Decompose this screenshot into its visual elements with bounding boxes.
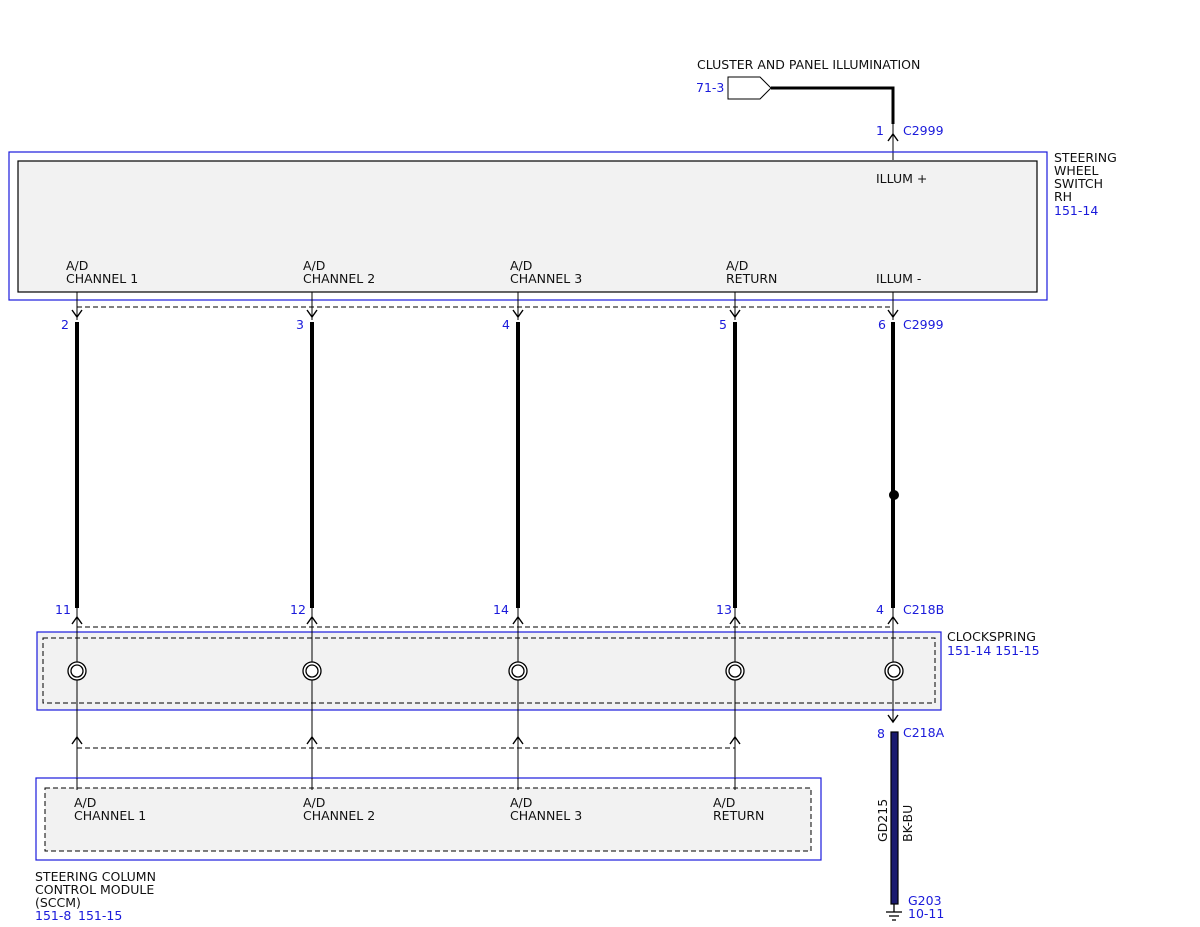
switch-pin-label: CHANNEL 2 <box>303 271 375 286</box>
coil-icon <box>508 661 528 681</box>
switch-rh-body <box>17 160 1038 293</box>
switch-pin-label: A/D <box>303 258 325 273</box>
connector-arrow-icon <box>727 76 772 100</box>
switch-pin-number: 2 <box>61 317 69 332</box>
ground-circuit-label: GD215 <box>875 799 890 842</box>
sccm-pin-label: A/D <box>510 795 532 810</box>
switch-pin-label: A/D <box>726 258 748 273</box>
illumination-feed-wire <box>771 86 895 124</box>
sccm-name-line: STEERING COLUMN <box>35 869 156 884</box>
source-title: CLUSTER AND PANEL ILLUMINATION <box>697 57 920 72</box>
sccm-pin-label: RETURN <box>713 808 764 823</box>
switch-rh-ref-link[interactable]: 151-14 <box>1054 203 1098 218</box>
sccm-pin-label: A/D <box>713 795 735 810</box>
top-pin-number: 1 <box>876 123 884 138</box>
ground-wire-bk-bu <box>890 731 899 905</box>
clockspring-inner-dashed <box>42 637 936 704</box>
switch-pin-label: CHANNEL 3 <box>510 271 582 286</box>
clockspring-pin-number: 12 <box>290 602 306 617</box>
switch-rh-name-line: STEERING <box>1054 150 1117 165</box>
switch-pin-label: ILLUM - <box>876 271 921 286</box>
switch-pin-arrows <box>71 292 899 320</box>
clockspring-outline[interactable] <box>36 631 942 711</box>
coil-icon <box>302 661 322 681</box>
ground-ref-link[interactable]: 10-11 <box>908 906 944 921</box>
clockspring-name: CLOCKSPRING <box>947 629 1036 644</box>
switch-rh-name-line: WHEEL <box>1054 163 1099 178</box>
ground-id: G203 <box>908 893 942 908</box>
c218b-pin-arrows <box>71 615 899 625</box>
sccm-pin-arrows <box>71 735 741 745</box>
clockspring-refs-link[interactable]: 151-14 151-15 <box>947 643 1040 658</box>
clockspring-pin-number: 13 <box>716 602 732 617</box>
splice-dot <box>889 490 899 500</box>
sccm-inner-dashed <box>44 787 812 852</box>
switch-rh-name-line: RH <box>1054 189 1072 204</box>
sccm-pin-label: CHANNEL 2 <box>303 808 375 823</box>
wires <box>75 322 895 608</box>
coil-icon <box>67 661 87 681</box>
sccm-ref-link[interactable]: 151-8 <box>35 908 71 923</box>
sccm-pin-label: A/D <box>303 795 325 810</box>
switch-pin-number: 3 <box>296 317 304 332</box>
sccm-name-line: CONTROL MODULE <box>35 882 154 897</box>
clockspring-pin-number: 11 <box>55 602 71 617</box>
switch-pin-label: CHANNEL 1 <box>66 271 138 286</box>
switch-rh-outline[interactable] <box>8 151 1048 301</box>
ground-color-code: BK-BU <box>900 805 915 842</box>
coil-icon <box>725 661 745 681</box>
top-connector-id: C2999 <box>903 123 944 138</box>
switch-pin-label: RETURN <box>726 271 777 286</box>
sccm-pin-label: CHANNEL 1 <box>74 808 146 823</box>
illum-plus-label: ILLUM + <box>876 171 927 186</box>
coil-icon <box>884 661 904 681</box>
sccm-pin-label: CHANNEL 3 <box>510 808 582 823</box>
switch-connector-id: C2999 <box>903 317 944 332</box>
clockspring-pin-number: 14 <box>493 602 509 617</box>
ground-icon <box>886 904 902 921</box>
c218a-pin-number: 8 <box>877 726 885 741</box>
switch-pin-number: 4 <box>502 317 510 332</box>
sccm-pin-label: A/D <box>74 795 96 810</box>
switch-pin-number: 6 <box>878 317 886 332</box>
switch-pin-label: A/D <box>510 258 532 273</box>
source-ref-link[interactable]: 71-3 <box>696 80 724 95</box>
switch-rh-name-line: SWITCH <box>1054 176 1103 191</box>
clockspring-pin-number: 4 <box>876 602 884 617</box>
c218a-connector-id: C218A <box>903 725 945 740</box>
switch-pin-label: A/D <box>66 258 88 273</box>
sccm-name-line: (SCCM) <box>35 895 81 910</box>
pin-arrow-down-icon <box>887 714 899 724</box>
c218b-connector-id: C218B <box>903 602 944 617</box>
sccm-pin-leads <box>76 778 736 790</box>
switch-pin-number: 5 <box>719 317 727 332</box>
sccm-ref-link[interactable]: 151-15 <box>78 908 122 923</box>
